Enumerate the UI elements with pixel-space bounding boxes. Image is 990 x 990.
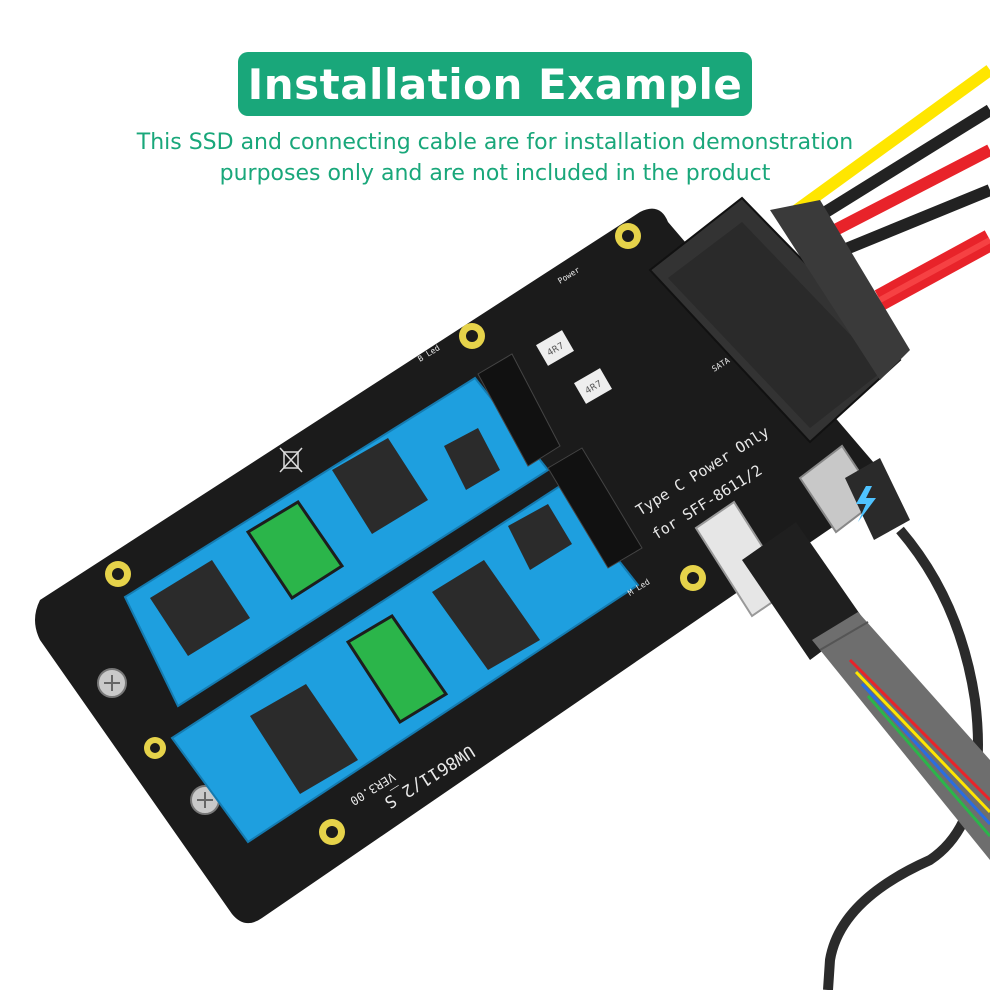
sff-8611-connector — [694, 500, 864, 660]
ssd-upper — [123, 376, 550, 708]
lightning-icon — [856, 486, 876, 522]
subtitle-line-1: This SSD and connecting cable are for in… — [136, 130, 854, 155]
inductor-components: 4R7 4R7 — [536, 330, 612, 404]
page-title: Installation Example — [247, 59, 743, 109]
subtitle-line-2: purposes only and are not included in th… — [219, 161, 771, 186]
mount-hole-icon — [105, 223, 706, 845]
title-banner: Installation Example — [238, 52, 752, 116]
m2-slots — [477, 353, 643, 569]
sata-power-cables — [786, 65, 990, 310]
sata-connector — [648, 196, 910, 444]
ssd-lower — [170, 484, 640, 844]
sff-flat-cable — [812, 612, 990, 860]
no-trash-icon — [279, 447, 303, 473]
